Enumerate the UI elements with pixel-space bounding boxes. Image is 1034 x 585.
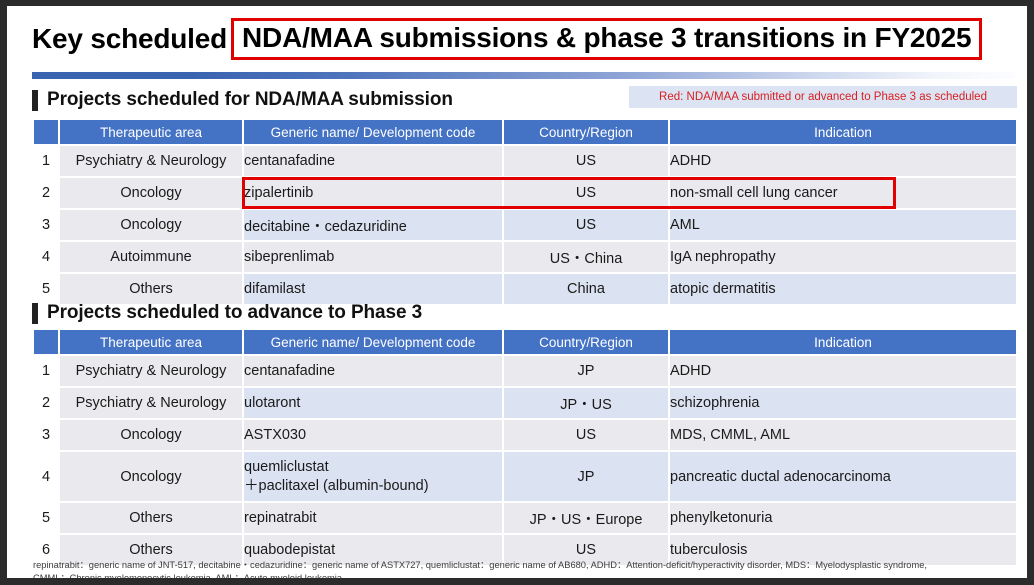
- cell-index: 5: [34, 503, 58, 533]
- cell-therapeutic-area: Oncology: [60, 420, 242, 450]
- slide-canvas: Key scheduled NDA/MAA submissions & phas…: [7, 6, 1027, 578]
- table-row: 1 Psychiatry & Neurology centanafadine J…: [34, 356, 1016, 386]
- table-row: 5 Others difamilast China atopic dermati…: [34, 274, 1016, 304]
- cell-indication: ADHD: [670, 356, 1016, 386]
- table-header-row: Therapeutic area Generic name/ Developme…: [34, 120, 1016, 144]
- cell-indication: tuberculosis: [670, 535, 1016, 565]
- cell-index: 6: [34, 535, 58, 565]
- table-row: 4 Oncology quemliclustat ＋paclitaxel (al…: [34, 452, 1016, 501]
- cell-generic-name: ASTX030: [244, 420, 502, 450]
- col-header-therapeutic-area: Therapeutic area: [60, 120, 242, 144]
- cell-indication: phenylketonuria: [670, 503, 1016, 533]
- cell-therapeutic-area: Others: [60, 274, 242, 304]
- cell-index: 3: [34, 420, 58, 450]
- cell-country-region: US: [504, 146, 668, 176]
- section-heading-1: Projects scheduled for NDA/MAA submissio…: [32, 88, 453, 112]
- page-title: Key scheduled NDA/MAA submissions & phas…: [7, 14, 1027, 64]
- col-header-country-region: Country/Region: [504, 330, 668, 354]
- cell-index: 5: [34, 274, 58, 304]
- cell-index: 1: [34, 146, 58, 176]
- cell-generic-name: decitabine・cedazuridine: [244, 210, 502, 240]
- col-header-generic-name: Generic name/ Development code: [244, 120, 502, 144]
- cell-generic-name: quabodepistat: [244, 535, 502, 565]
- cell-indication: IgA nephropathy: [670, 242, 1016, 272]
- cell-country-region: US: [504, 420, 668, 450]
- cell-therapeutic-area: Psychiatry & Neurology: [60, 146, 242, 176]
- cell-indication: non-small cell lung cancer: [670, 178, 1016, 208]
- cell-country-region: US・China: [504, 242, 668, 272]
- cell-therapeutic-area: Others: [60, 535, 242, 565]
- cell-country-region: JP: [504, 356, 668, 386]
- col-header-index: [34, 330, 58, 354]
- cell-indication: MDS, CMML, AML: [670, 420, 1016, 450]
- cell-country-region: US: [504, 178, 668, 208]
- cell-therapeutic-area: Psychiatry & Neurology: [60, 388, 242, 418]
- section-marker-icon: [32, 89, 38, 111]
- table-row: 3 Oncology decitabine・cedazuridine US AM…: [34, 210, 1016, 240]
- table-phase3-transition: Therapeutic area Generic name/ Developme…: [32, 328, 1018, 567]
- page-title-highlight: NDA/MAA submissions & phase 3 transition…: [231, 18, 983, 60]
- cell-therapeutic-area: Autoimmune: [60, 242, 242, 272]
- section-heading-1-label: Projects scheduled for NDA/MAA submissio…: [47, 89, 453, 110]
- section-heading-2: Projects scheduled to advance to Phase 3: [32, 301, 422, 325]
- cell-generic-name: centanafadine: [244, 356, 502, 386]
- cell-country-region: China: [504, 274, 668, 304]
- col-header-therapeutic-area: Therapeutic area: [60, 330, 242, 354]
- table-row: 5 Others repinatrabit JP・US・Europe pheny…: [34, 503, 1016, 533]
- footnote-line-2: CMML：Chronic myelomonocytic leukemia, AM…: [33, 572, 1013, 578]
- table-row: 6 Others quabodepistat US tuberculosis: [34, 535, 1016, 565]
- cell-index: 3: [34, 210, 58, 240]
- cell-generic-name: ulotaront: [244, 388, 502, 418]
- cell-generic-name: repinatrabit: [244, 503, 502, 533]
- cell-country-region: JP: [504, 452, 668, 501]
- table-row: 4 Autoimmune sibeprenlimab US・China IgA …: [34, 242, 1016, 272]
- cell-country-region: US: [504, 210, 668, 240]
- cell-index: 2: [34, 388, 58, 418]
- cell-generic-name: difamilast: [244, 274, 502, 304]
- cell-index: 2: [34, 178, 58, 208]
- title-divider-gradient: [32, 72, 1016, 79]
- cell-indication: AML: [670, 210, 1016, 240]
- section-marker-icon: [32, 302, 38, 324]
- col-header-indication: Indication: [670, 330, 1016, 354]
- cell-therapeutic-area: Oncology: [60, 210, 242, 240]
- cell-indication: pancreatic ductal adenocarcinoma: [670, 452, 1016, 501]
- col-header-country-region: Country/Region: [504, 120, 668, 144]
- cell-therapeutic-area: Oncology: [60, 178, 242, 208]
- cell-country-region: JP・US・Europe: [504, 503, 668, 533]
- section-heading-2-label: Projects scheduled to advance to Phase 3: [47, 302, 423, 323]
- page-title-prefix: Key scheduled: [32, 23, 228, 54]
- col-header-indication: Indication: [670, 120, 1016, 144]
- footnote-line-1: repinatrabit：generic name of JNT-517, de…: [33, 560, 927, 570]
- cell-indication: atopic dermatitis: [670, 274, 1016, 304]
- cell-indication: schizophrenia: [670, 388, 1016, 418]
- cell-generic-name: sibeprenlimab: [244, 242, 502, 272]
- cell-therapeutic-area: Oncology: [60, 452, 242, 501]
- table-row: 2 Psychiatry & Neurology ulotaront JP・US…: [34, 388, 1016, 418]
- table-nda-submission: Therapeutic area Generic name/ Developme…: [32, 118, 1018, 306]
- col-header-index: [34, 120, 58, 144]
- legend-note: Red: NDA/MAA submitted or advanced to Ph…: [629, 86, 1017, 108]
- cell-country-region: JP・US: [504, 388, 668, 418]
- cell-therapeutic-area: Psychiatry & Neurology: [60, 356, 242, 386]
- table-row: 1 Psychiatry & Neurology centanafadine U…: [34, 146, 1016, 176]
- col-header-generic-name: Generic name/ Development code: [244, 330, 502, 354]
- cell-index: 1: [34, 356, 58, 386]
- cell-country-region: US: [504, 535, 668, 565]
- table-row: 2 Oncology zipalertinib US non-small cel…: [34, 178, 1016, 208]
- table-row: 3 Oncology ASTX030 US MDS, CMML, AML: [34, 420, 1016, 450]
- cell-index: 4: [34, 242, 58, 272]
- cell-therapeutic-area: Others: [60, 503, 242, 533]
- cell-generic-name: zipalertinib: [244, 178, 502, 208]
- cell-indication: ADHD: [670, 146, 1016, 176]
- cell-index: 4: [34, 452, 58, 501]
- cell-generic-name: centanafadine: [244, 146, 502, 176]
- table-header-row: Therapeutic area Generic name/ Developme…: [34, 330, 1016, 354]
- cell-generic-name: quemliclustat ＋paclitaxel (albumin-bound…: [244, 452, 502, 501]
- footnote: repinatrabit：generic name of JNT-517, de…: [33, 559, 1013, 578]
